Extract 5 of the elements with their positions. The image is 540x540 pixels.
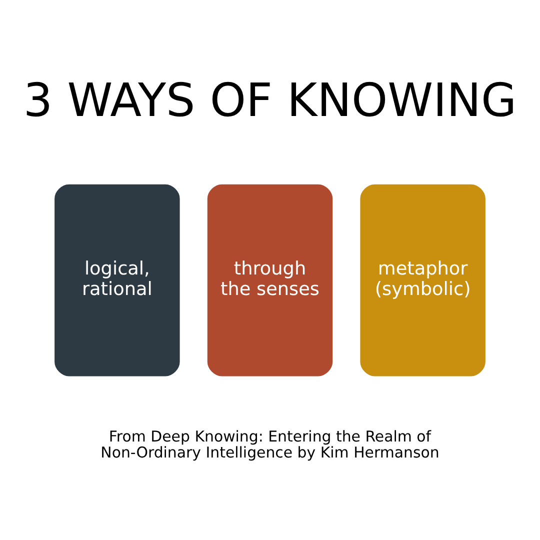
caption: From Deep Knowing: Entering the Realm of Non-Ordinary Intelligence by Kim Hermanson	[100, 427, 440, 462]
node-box: through the senses	[207, 184, 333, 376]
diagram-title: 3 WAYS OF KNOWING	[23, 72, 517, 126]
node-box: metaphor (symbolic)	[360, 184, 486, 376]
node-box: logical, rational	[54, 184, 180, 376]
